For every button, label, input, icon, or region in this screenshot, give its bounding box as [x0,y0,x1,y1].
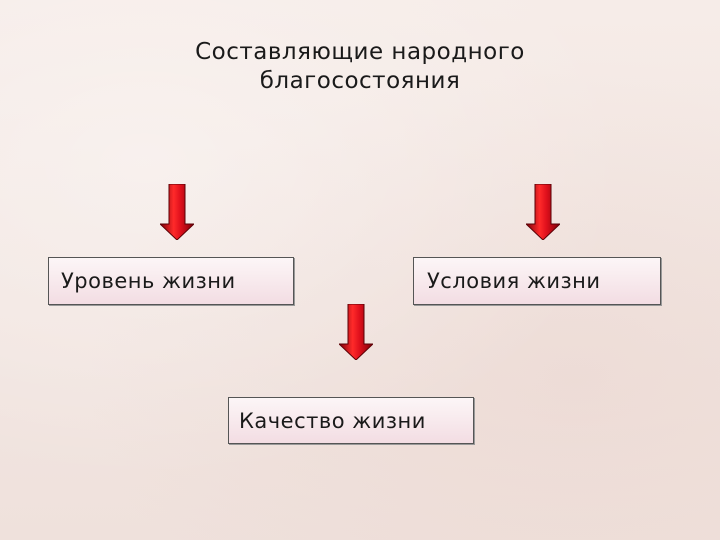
down-arrow-icon [526,184,560,240]
down-arrow-icon [160,184,194,240]
living-standard-box: Уровень жизни [48,257,294,305]
living-conditions-label: Условия жизни [427,269,601,293]
title-line-1: Составляющие народного [195,39,525,65]
quality-of-life-box: Качество жизни [228,397,474,444]
title-line-2: благосостояния [259,68,461,94]
down-arrow-icon [339,304,373,360]
living-conditions-box: Условия жизни [413,257,661,305]
diagram-title: Составляющие народного благосостояния [0,38,720,96]
living-standard-label: Уровень жизни [61,269,236,293]
quality-of-life-label: Качество жизни [239,408,426,433]
